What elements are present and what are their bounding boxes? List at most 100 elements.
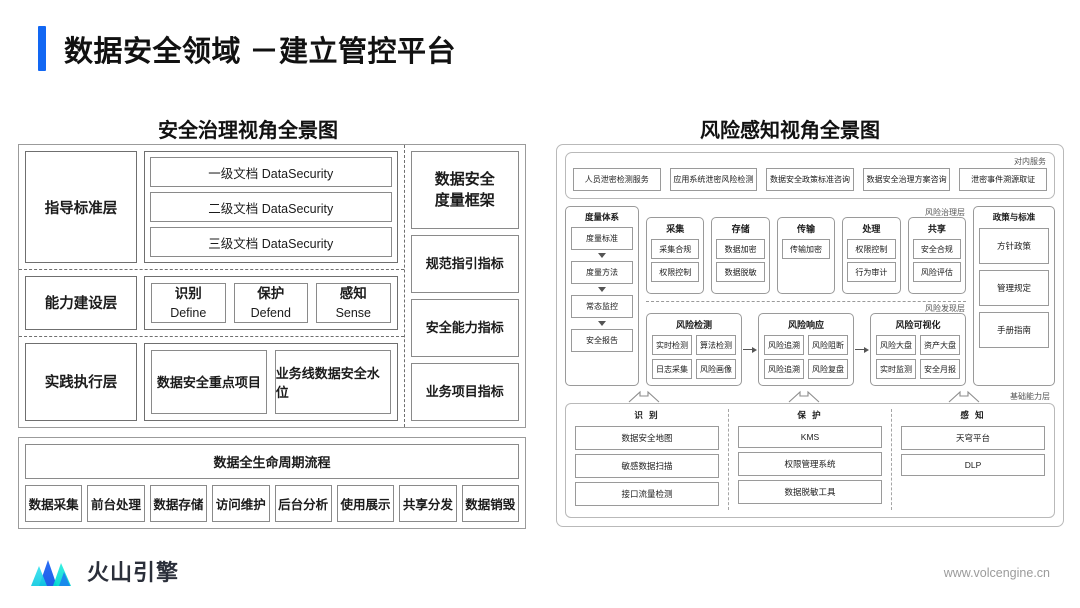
governance-box-share[interactable]: 共享 安全合规 风险评估 (907, 217, 967, 294)
layer-row-capability: 能力建设层 识别 Define 保护 Defend 感知 Sense (19, 270, 404, 336)
governance-main: 指导标准层 一级文档 DataSecurity 二级文档 DataSecurit… (18, 144, 526, 428)
metric-step[interactable]: 度量标准 (571, 227, 633, 250)
foundation-capability-box: 基础能力层 识 别 数据安全地图 敏感数据扫描 接口流量检测 保 护 KMS 权… (565, 392, 1055, 518)
lifecycle-stage[interactable]: 访问维护 (212, 484, 270, 522)
discovery-sub-item[interactable]: 安全月报 (920, 359, 960, 379)
governance-box-process[interactable]: 处理 权限控制 行为审计 (842, 217, 901, 294)
security-governance-panel: 指导标准层 一级文档 DataSecurity 二级文档 DataSecurit… (18, 144, 526, 529)
discovery-sub-item[interactable]: 风险大盘 (876, 335, 916, 355)
service-item[interactable]: 泄密事件溯源取证 (959, 168, 1047, 191)
service-item[interactable]: 应用系统泄密风险检测 (669, 168, 758, 191)
foundation-item[interactable]: DLP (901, 454, 1045, 476)
governance-box-transfer[interactable]: 传输 传输加密 (776, 217, 836, 294)
governance-sub-item[interactable]: 风险评估 (912, 262, 962, 282)
foundation-column-title: 感 知 (960, 410, 986, 420)
foundation-column-protect: 保 护 KMS 权限管理系统 数据脱敏工具 (728, 409, 891, 510)
lifecycle-stage[interactable]: 数据销毁 (461, 484, 519, 522)
governance-box-row: 采集 采集合规 权限控制 存储 数据加密 数据脱敏 传输 传输加密 (646, 217, 967, 294)
metric-item[interactable]: 业务项目指标 (410, 362, 519, 421)
document-item[interactable]: 二级文档 DataSecurity (150, 192, 392, 222)
lifecycle-stage[interactable]: 数据存储 (149, 484, 208, 522)
governance-sub-item[interactable]: 行为审计 (847, 262, 896, 282)
discovery-box-visualization[interactable]: 风险可视化 风险大盘 资产大盘 实时监测 安全月报 (870, 313, 966, 386)
discovery-box-detection[interactable]: 风险检测 实时检测 算法检测 日志采集 风险画像 (646, 313, 742, 386)
service-item[interactable]: 数据安全政策标准咨询 (766, 168, 854, 191)
discovery-sub-item[interactable]: 算法检测 (696, 335, 736, 355)
governance-sub-item[interactable]: 权限控制 (847, 239, 896, 259)
foundation-item[interactable]: 天穹平台 (901, 426, 1045, 450)
foundation-item[interactable]: KMS (738, 426, 882, 448)
metric-item[interactable]: 安全能力指标 (410, 298, 519, 357)
foundation-item[interactable]: 敏感数据扫描 (575, 454, 719, 478)
arrow-right-icon (742, 346, 758, 353)
governance-layers: 指导标准层 一级文档 DataSecurity 二级文档 DataSecurit… (19, 145, 404, 427)
discovery-box-response[interactable]: 风险响应 风险追溯 风险阻断 风险追溯 风险复盘 (758, 313, 854, 386)
policy-item[interactable]: 方针政策 (979, 228, 1049, 264)
metric-step[interactable]: 度量方法 (571, 261, 633, 284)
volcano-logo-icon (31, 560, 71, 586)
discovery-box-title: 风险可视化 (895, 320, 941, 330)
layer-divider (19, 269, 404, 270)
metric-step[interactable]: 常态监控 (571, 295, 633, 318)
arrow-up-icon (788, 390, 820, 403)
governance-box-collect[interactable]: 采集 采集合规 权限控制 (646, 217, 705, 294)
document-item[interactable]: 一级文档 DataSecurity (150, 157, 392, 187)
lifecycle-stage[interactable]: 共享分发 (399, 484, 457, 522)
capability-item-sense[interactable]: 感知 Sense (316, 283, 391, 323)
metric-step[interactable]: 安全报告 (571, 329, 633, 352)
policy-item[interactable]: 手册指南 (979, 312, 1049, 348)
metrics-framework-column: 数据安全 度量框架 规范指引指标 安全能力指标 业务项目指标 (405, 145, 525, 427)
foundation-layer-label: 基础能力层 (1010, 392, 1050, 401)
practice-item[interactable]: 业务线数据安全水位 (274, 349, 391, 414)
capability-cn: 感知 (339, 286, 367, 301)
upward-arrows (565, 390, 1055, 403)
service-item[interactable]: 人员泄密检测服务 (573, 168, 661, 191)
governance-box-storage[interactable]: 存储 数据加密 数据脱敏 (711, 217, 770, 294)
foundation-column-title: 保 护 (797, 410, 823, 420)
discovery-sub-item[interactable]: 风险复盘 (808, 359, 848, 379)
governance-sub-item[interactable]: 安全合规 (912, 239, 962, 259)
governance-box-title: 传输 (797, 224, 816, 234)
foundation-item[interactable]: 数据脱敏工具 (738, 480, 882, 504)
practice-item[interactable]: 数据安全重点项目 (151, 349, 267, 414)
governance-sub-item[interactable]: 采集合规 (651, 239, 700, 259)
metric-item[interactable]: 规范指引指标 (410, 234, 519, 293)
lifecycle-stage[interactable]: 前台处理 (87, 484, 145, 522)
page-header: 数据安全领域 －建立管控平台 (38, 26, 456, 71)
framework-line-1: 数据安全 (434, 170, 495, 188)
service-item[interactable]: 数据安全治理方案咨询 (862, 168, 951, 191)
discovery-sub-item[interactable]: 风险追溯 (764, 335, 804, 355)
capability-cn: 识别 (174, 286, 202, 301)
foundation-item[interactable]: 权限管理系统 (738, 452, 882, 476)
policy-item[interactable]: 管理规定 (979, 270, 1049, 306)
discovery-sub-item[interactable]: 实时监测 (876, 359, 916, 379)
foundation-column-identify: 识 别 数据安全地图 敏感数据扫描 接口流量检测 (566, 409, 728, 510)
discovery-sub-item[interactable]: 资产大盘 (920, 335, 960, 355)
discovery-items: 风险大盘 资产大盘 实时监测 安全月报 (876, 335, 960, 379)
governance-sub-item[interactable]: 权限控制 (651, 262, 700, 282)
governance-layer-label: 风险治理层 (925, 208, 965, 217)
foundation-item[interactable]: 接口流量检测 (575, 482, 719, 506)
foundation-item[interactable]: 数据安全地图 (575, 426, 719, 450)
discovery-sub-item[interactable]: 风险画像 (696, 359, 736, 379)
document-list: 一级文档 DataSecurity 二级文档 DataSecurity 三级文档… (144, 151, 398, 263)
internal-services-label: 对内服务 (1014, 157, 1046, 166)
lifecycle-stage[interactable]: 使用展示 (336, 484, 395, 522)
governance-sub-item[interactable]: 数据脱敏 (716, 262, 765, 282)
lifecycle-stage[interactable]: 数据采集 (25, 484, 83, 522)
discovery-sub-item[interactable]: 实时检测 (652, 335, 692, 355)
discovery-sub-item[interactable]: 风险追溯 (764, 359, 804, 379)
governance-sub-item[interactable]: 传输加密 (781, 239, 831, 259)
discovery-box-title: 风险响应 (787, 320, 824, 330)
discovery-sub-item[interactable]: 风险阻断 (808, 335, 848, 355)
practice-list: 数据安全重点项目 业务线数据安全水位 (144, 342, 398, 421)
capability-en: Defend (250, 305, 291, 320)
governance-box-title: 共享 (927, 224, 946, 234)
governance-sub-item[interactable]: 数据加密 (716, 239, 765, 259)
capability-item-define[interactable]: 识别 Define (151, 283, 226, 323)
discovery-sub-item[interactable]: 日志采集 (652, 359, 692, 379)
capability-item-defend[interactable]: 保护 Defend (233, 283, 309, 323)
lifecycle-stage[interactable]: 后台分析 (274, 484, 332, 522)
policy-column-title: 政策与标准 (992, 212, 1036, 222)
document-item[interactable]: 三级文档 DataSecurity (150, 227, 392, 257)
